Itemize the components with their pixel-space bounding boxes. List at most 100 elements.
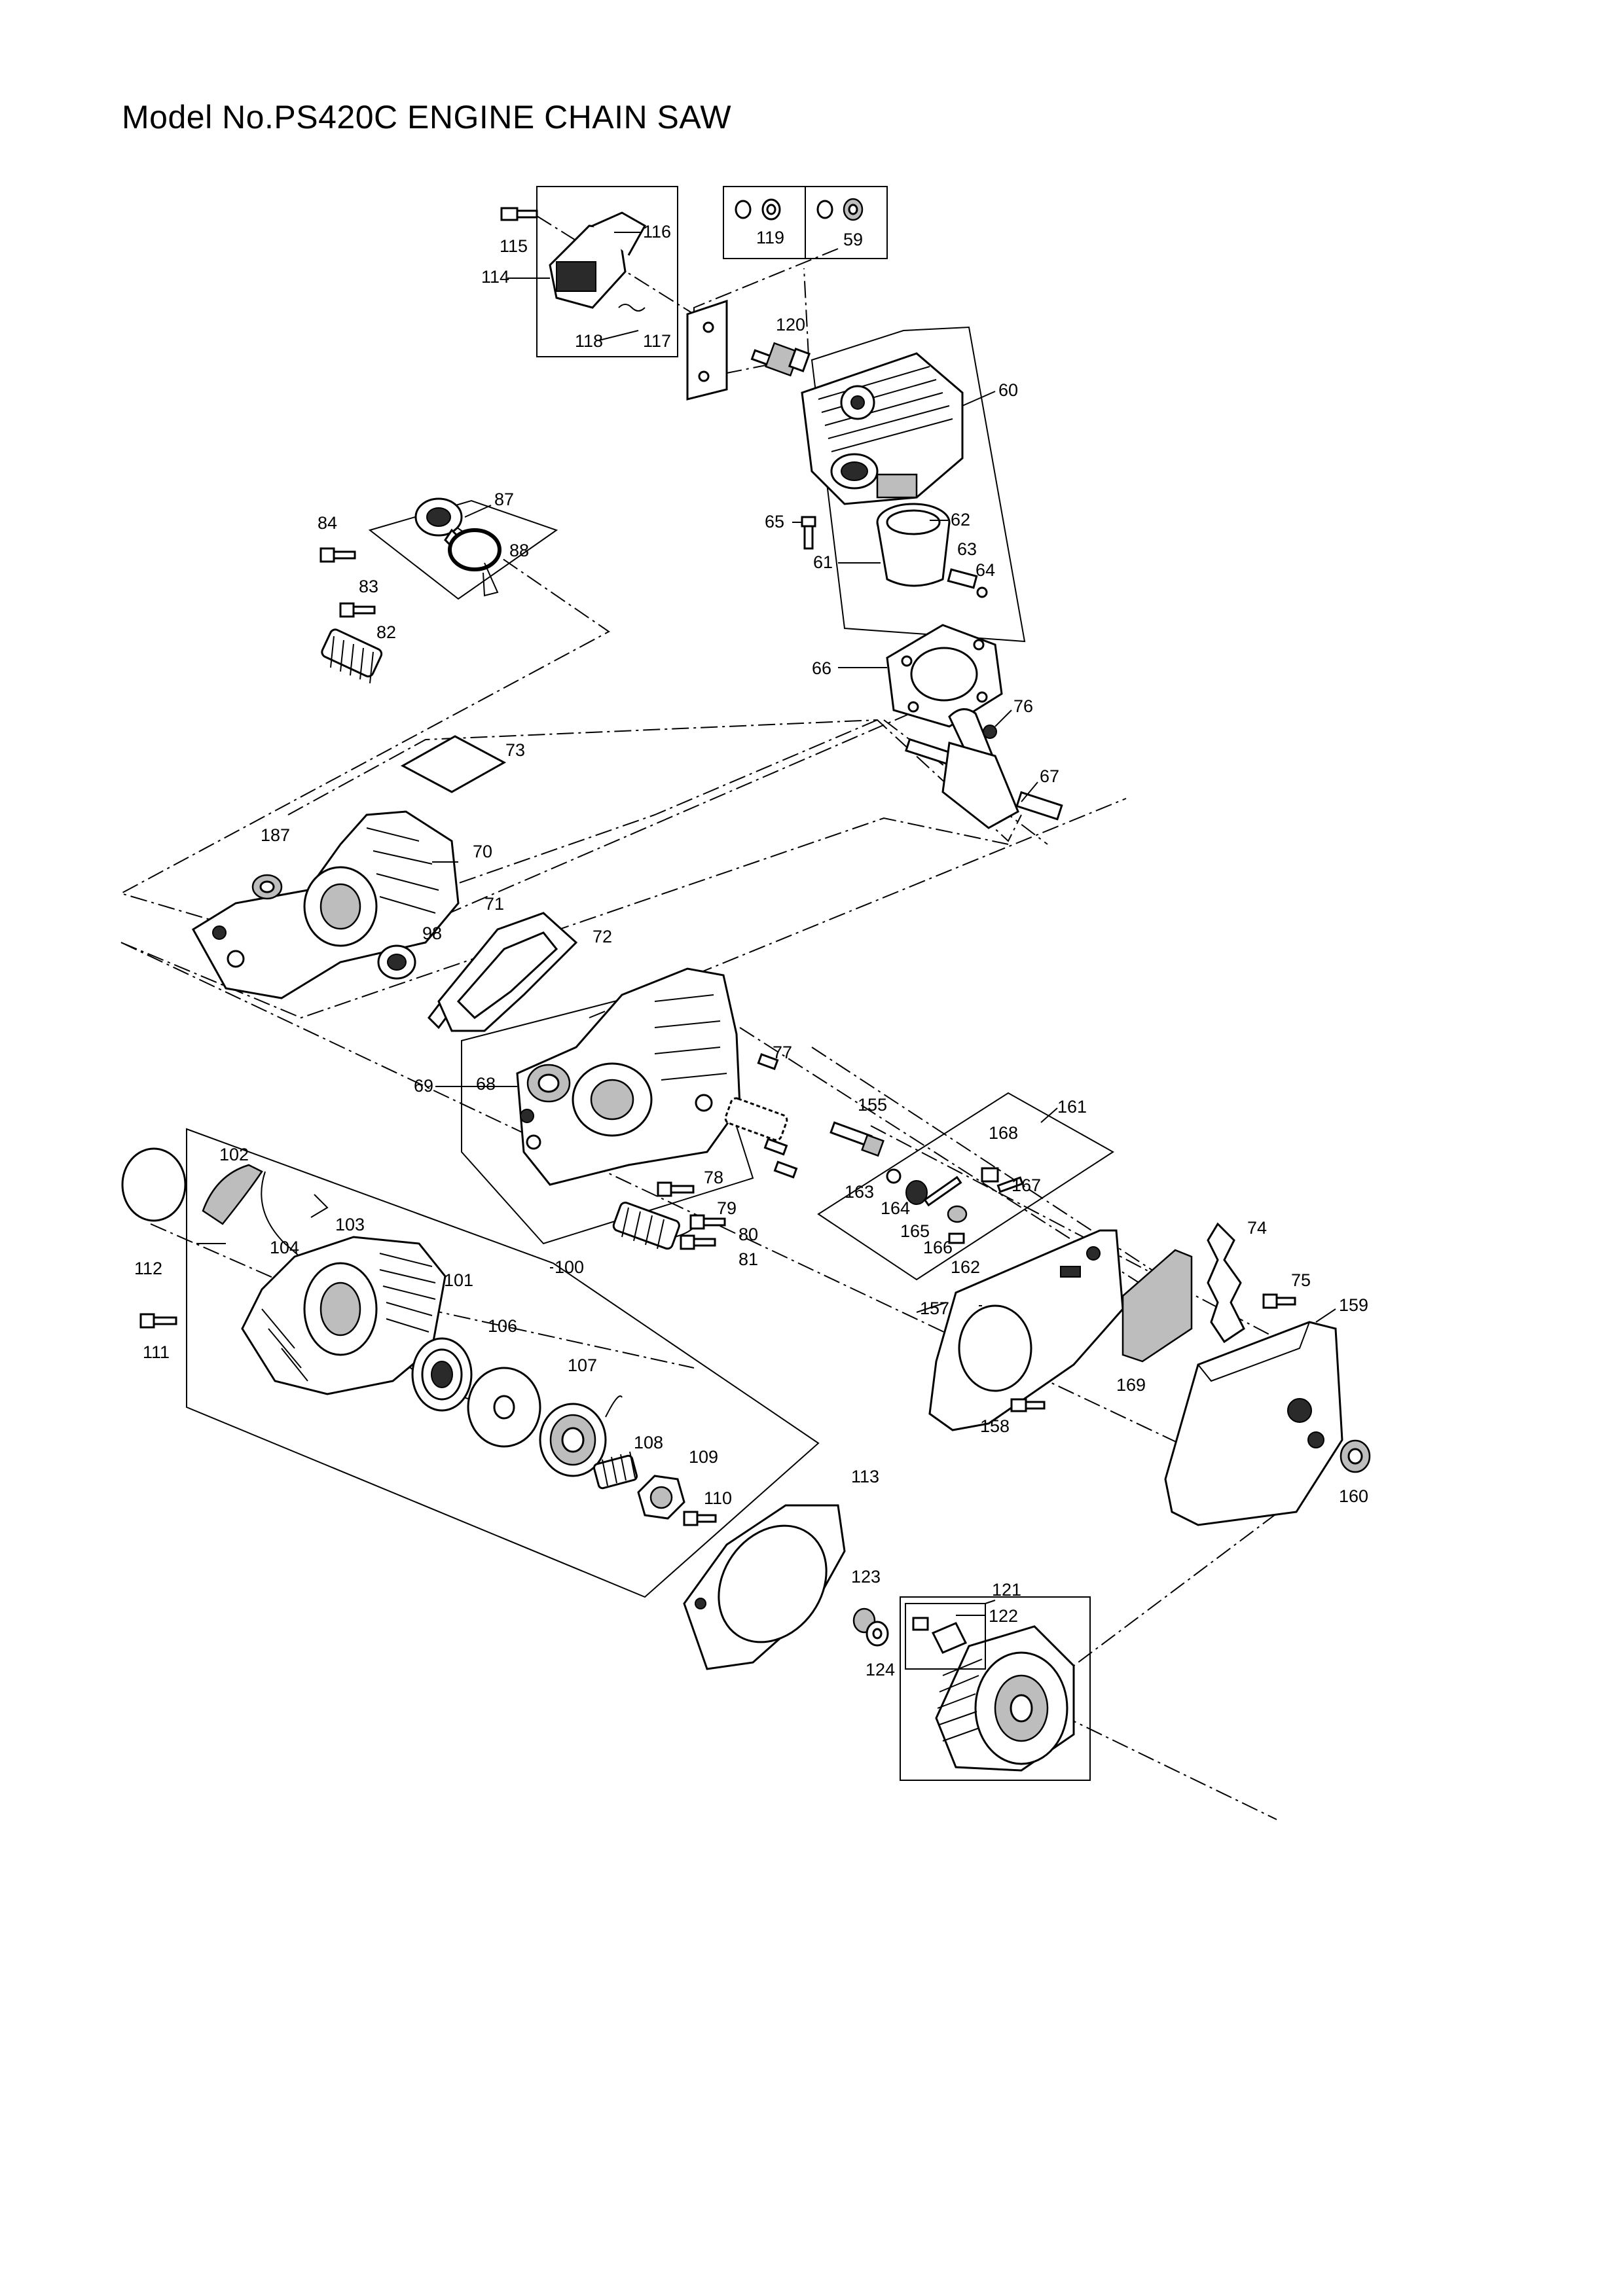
part-label-161: 161 (1057, 1097, 1087, 1117)
ratchet-109 (637, 1475, 685, 1520)
nut-59-shapes (816, 198, 864, 221)
part-label-68: 68 (476, 1074, 496, 1094)
part-label-82: 82 (376, 622, 396, 642)
needle-bearing-76 (983, 725, 997, 739)
worm-gear-82 (321, 628, 383, 684)
spike-74 (1207, 1222, 1245, 1344)
part-label-123: 123 (851, 1567, 881, 1587)
part-label-116: 116 (643, 222, 671, 242)
part-label-74: 74 (1247, 1218, 1267, 1238)
part-label-166: 166 (923, 1238, 953, 1257)
part-label-87: 87 (494, 490, 514, 509)
part-label-122: 122 (989, 1606, 1018, 1626)
guard-plate-169 (1122, 1249, 1193, 1363)
part-label-61: 61 (813, 552, 833, 572)
part-label-118: 118 (575, 331, 603, 351)
part-label-69: 69 (414, 1076, 433, 1096)
part-label-167: 167 (1012, 1175, 1041, 1195)
part-label-73: 73 (505, 740, 525, 760)
part-label-108: 108 (634, 1433, 663, 1452)
part-label-64: 64 (976, 560, 995, 580)
spring-clip-117 (618, 304, 646, 312)
flywheel-frame (900, 1596, 1091, 1781)
air-guide-113 (683, 1504, 846, 1670)
o-ring-88 (448, 528, 501, 597)
part-number-labels: 115 116 114 117 118 119 59 120 60 65 62 … (134, 222, 1368, 1679)
starter-frame (186, 1128, 820, 1598)
part-label-83: 83 (359, 577, 378, 596)
part-label-79: 79 (717, 1198, 737, 1218)
bolt-84 (319, 547, 356, 563)
page-title: Model No.PS420C ENGINE CHAIN SAW (122, 99, 732, 135)
part-label-71: 71 (484, 894, 504, 914)
part-label-109: 109 (689, 1447, 718, 1467)
part-label-110: 110 (704, 1488, 732, 1508)
guide-plate-157 (928, 1229, 1124, 1431)
oil-seal-68 (526, 1064, 571, 1103)
part-label-59: 59 (843, 230, 863, 249)
part-label-120: 120 (776, 315, 805, 334)
part-label-102: 102 (219, 1145, 249, 1164)
part-label-164: 164 (881, 1198, 910, 1218)
part-label-76: 76 (1013, 696, 1033, 716)
part-label-75: 75 (1291, 1270, 1311, 1290)
part-label-63: 63 (957, 539, 977, 559)
stud-bolt-155 (830, 1121, 884, 1157)
plate-tab (686, 299, 728, 401)
washer-124 (866, 1621, 889, 1647)
spark-plug-120 (750, 342, 811, 377)
ignition-coil-frame (536, 186, 678, 357)
chain-adjuster-161 (886, 1167, 1024, 1244)
starter-housing-101 (241, 1236, 447, 1395)
circlip-64 (976, 586, 988, 598)
part-label-162: 162 (951, 1257, 980, 1277)
part-label-159: 159 (1339, 1295, 1368, 1315)
part-label-165: 165 (900, 1221, 930, 1241)
label-112 (121, 1147, 187, 1222)
reel-107 (539, 1395, 623, 1477)
washer-disc (467, 1367, 541, 1448)
oil-seal-187 (251, 874, 283, 900)
cylinder-60 (801, 352, 964, 505)
part-label-124: 124 (866, 1660, 895, 1679)
part-label-169: 169 (1116, 1375, 1146, 1395)
bolt-83 (339, 602, 376, 618)
nut-160 (1340, 1439, 1371, 1473)
part-label-101: 101 (444, 1270, 473, 1290)
part-label-98: 98 (422, 924, 442, 943)
bolt-81 (680, 1234, 716, 1250)
bolt-115 (500, 207, 538, 221)
part-label-160: 160 (1339, 1486, 1368, 1506)
gasket-73 (400, 735, 507, 793)
gasket-72 (437, 912, 578, 1032)
flywheel-121 (935, 1625, 1075, 1772)
starter-grip-102 (202, 1164, 329, 1225)
part-label-80: 80 (739, 1225, 758, 1244)
part-label-84: 84 (318, 513, 337, 533)
pawl-122 (905, 1603, 986, 1670)
washer-frame-left (723, 186, 806, 259)
part-label-119: 119 (756, 228, 784, 247)
part-label-155: 155 (858, 1095, 887, 1115)
part-label-78: 78 (704, 1168, 723, 1187)
ignition-coil-114 (549, 211, 647, 309)
screw-110 (683, 1511, 717, 1526)
part-label-77: 77 (773, 1043, 792, 1062)
gasket-66 (886, 624, 1003, 728)
part-label-107: 107 (568, 1355, 597, 1375)
part-label-117: 117 (643, 331, 671, 351)
pin-77 (757, 1053, 779, 1070)
crankcase-70 (191, 810, 460, 999)
crankcase-69 (516, 967, 741, 1186)
part-label-157: 157 (920, 1299, 949, 1318)
spring-ghost (724, 1097, 788, 1141)
part-label-66: 66 (812, 658, 831, 678)
sprocket-cover-159 (1164, 1321, 1343, 1526)
crankshaft-67 (905, 708, 1063, 829)
part-label-81: 81 (739, 1249, 758, 1269)
part-label-187: 187 (261, 825, 290, 845)
chain-adjuster-frame (817, 1092, 1114, 1281)
part-label-104: 104 (270, 1238, 299, 1257)
washer-119-shapes (735, 198, 781, 221)
